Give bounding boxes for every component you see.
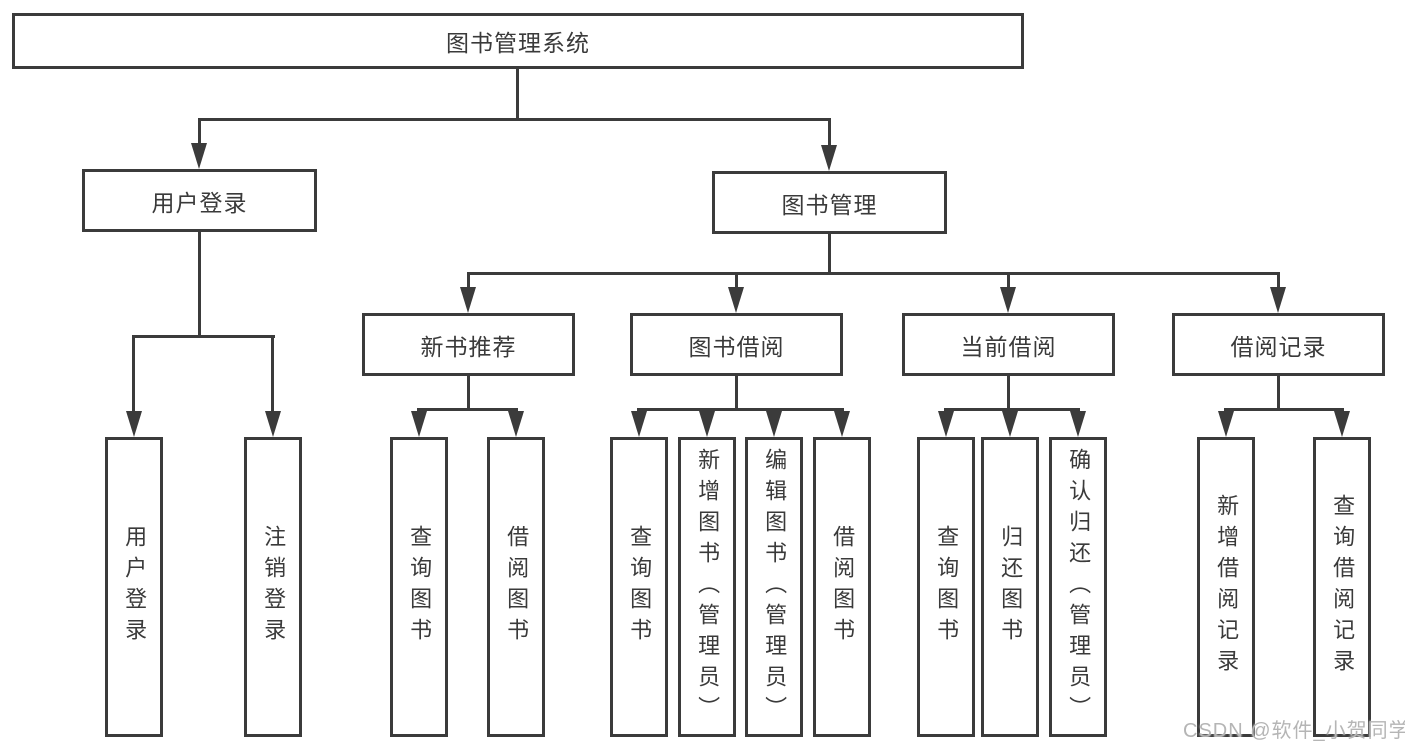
- leaf-borrow-books: 借阅图书: [813, 437, 871, 737]
- connector-drop: [132, 338, 135, 413]
- leaf-query-books-current: 查询图书: [917, 437, 975, 737]
- arrow-down-icon: [508, 411, 524, 437]
- arrow-down-icon: [126, 411, 142, 437]
- arrow-down-icon: [728, 287, 744, 313]
- leaf-add-book-admin: 新增图书（管理员）: [678, 437, 736, 737]
- connector-login-stem: [198, 232, 201, 335]
- node-user-login-label: 用户登录: [151, 189, 248, 216]
- connector-group-rail: [417, 408, 518, 411]
- leaf-label: 查询图书: [934, 525, 960, 649]
- leaf-label: 查询图书: [627, 525, 653, 649]
- node-book-borrowing-label: 图书借阅: [688, 333, 785, 360]
- connector-drop: [828, 121, 831, 147]
- arrow-down-icon: [821, 145, 837, 171]
- leaf-label: 查询图书: [407, 525, 433, 649]
- node-root: 图书管理系统: [12, 13, 1024, 69]
- leaf-add-borrow-record: 新增借阅记录: [1197, 437, 1255, 737]
- node-new-book-recommend: 新书推荐: [362, 313, 575, 376]
- leaf-query-borrow-record: 查询借阅记录: [1313, 437, 1371, 737]
- connector-group-rail: [944, 408, 1080, 411]
- node-user-login: 用户登录: [82, 169, 317, 232]
- connector-group-stem: [467, 376, 470, 408]
- leaf-label: 借阅图书: [830, 525, 856, 649]
- connector-level2-rail: [467, 272, 1280, 275]
- leaf-label: 确认归还（管理员）: [1066, 447, 1092, 727]
- arrow-down-icon: [699, 411, 715, 437]
- arrow-down-icon: [265, 411, 281, 437]
- leaf-query-books-recommend: 查询图书: [390, 437, 448, 737]
- node-current-borrowing: 当前借阅: [902, 313, 1115, 376]
- connector-drop: [1277, 275, 1280, 289]
- arrow-down-icon: [631, 411, 647, 437]
- connector-root-stem: [516, 69, 519, 118]
- csdn-watermark: CSDN @软件_小贺同学: [1183, 720, 1405, 742]
- node-root-label: 图书管理系统: [446, 30, 590, 56]
- leaf-logout-label: 注销登录: [261, 525, 287, 649]
- node-book-borrowing: 图书借阅: [630, 313, 843, 376]
- leaf-label: 查询借阅记录: [1330, 494, 1356, 680]
- arrow-down-icon: [460, 287, 476, 313]
- node-book-management-label: 图书管理: [781, 191, 878, 218]
- arrow-down-icon: [191, 143, 207, 169]
- arrow-down-icon: [1002, 411, 1018, 437]
- leaf-borrow-books-recommend: 借阅图书: [487, 437, 545, 737]
- leaf-label: 新增借阅记录: [1214, 494, 1240, 680]
- connector-drop: [271, 338, 274, 413]
- leaf-label: 归还图书: [998, 525, 1024, 649]
- leaf-edit-book-admin: 编辑图书（管理员）: [745, 437, 803, 737]
- connector-drop: [467, 275, 470, 289]
- arrow-down-icon: [938, 411, 954, 437]
- arrow-down-icon: [411, 411, 427, 437]
- connector-group-stem: [735, 376, 738, 408]
- node-new-book-recommend-label: 新书推荐: [420, 333, 517, 360]
- arrow-down-icon: [1070, 411, 1086, 437]
- arrow-down-icon: [1270, 287, 1286, 313]
- node-borrowing-records: 借阅记录: [1172, 313, 1385, 376]
- connector-drop: [735, 275, 738, 289]
- leaf-label: 借阅图书: [504, 525, 530, 649]
- node-book-management: 图书管理: [712, 171, 947, 234]
- connector-drop: [1007, 275, 1010, 289]
- arrow-down-icon: [834, 411, 850, 437]
- leaf-user-login: 用户登录: [105, 437, 163, 737]
- connector-drop: [198, 121, 201, 145]
- leaf-confirm-return-admin: 确认归还（管理员）: [1049, 437, 1107, 737]
- leaf-query-books-borrowing: 查询图书: [610, 437, 668, 737]
- connector-group-stem: [1007, 376, 1010, 408]
- connector-root-rail: [198, 118, 831, 121]
- connector-group-stem: [1277, 376, 1280, 408]
- leaf-user-login-label: 用户登录: [122, 525, 148, 649]
- connector-login-rail: [132, 335, 275, 338]
- leaf-label: 编辑图书（管理员）: [762, 447, 788, 727]
- node-current-borrowing-label: 当前借阅: [960, 333, 1057, 360]
- connector-group-rail: [1224, 408, 1344, 411]
- node-borrowing-records-label: 借阅记录: [1230, 333, 1327, 360]
- leaf-label: 新增图书（管理员）: [695, 447, 721, 727]
- leaf-logout: 注销登录: [244, 437, 302, 737]
- connector-mgmt-stem: [828, 234, 831, 272]
- arrow-down-icon: [1000, 287, 1016, 313]
- connector-group-rail: [637, 408, 844, 411]
- leaf-return-book: 归还图书: [981, 437, 1039, 737]
- arrow-down-icon: [766, 411, 782, 437]
- arrow-down-icon: [1218, 411, 1234, 437]
- arrow-down-icon: [1334, 411, 1350, 437]
